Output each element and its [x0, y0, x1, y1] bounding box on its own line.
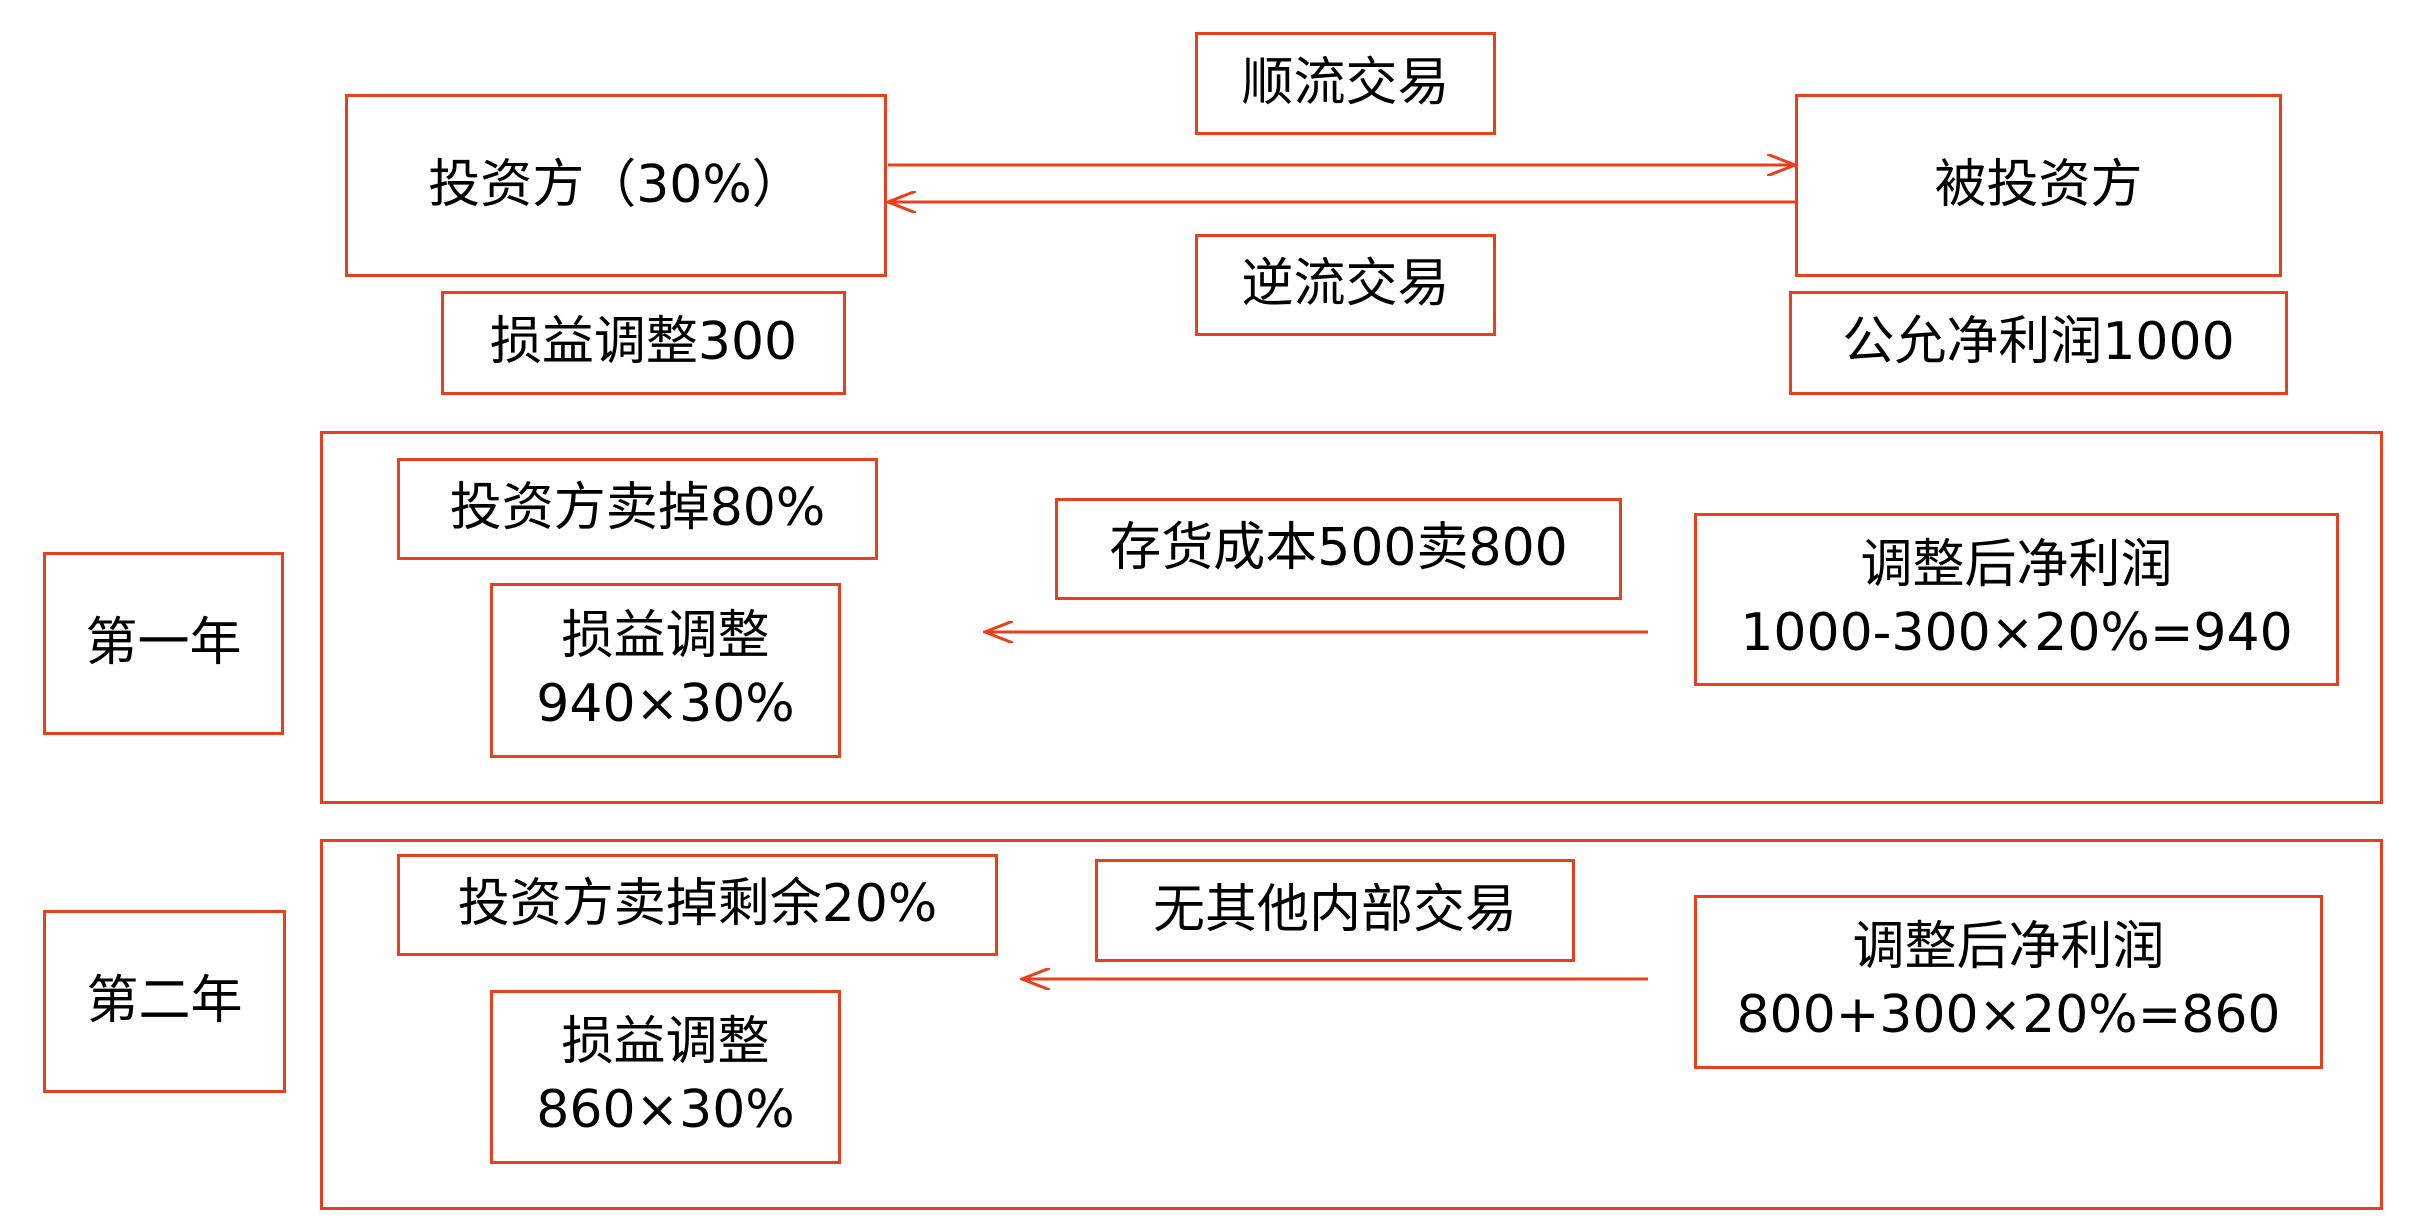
year2-panel: [320, 839, 2383, 1210]
investor-label: 投资方（30%）: [428, 154, 804, 215]
upstream-label: 逆流交易: [1241, 254, 1450, 315]
investee-profit-box: 公允净利润1000: [1789, 291, 2288, 395]
investee-profit-label: 公允净利润1000: [1842, 312, 2235, 373]
year2-trade-box: 无其他内部交易: [1095, 859, 1575, 962]
year2-profit-box: 调整后净利润 800+300×20%=860: [1694, 895, 2323, 1069]
year1-adjust-line1: 损益调整: [561, 605, 770, 666]
year1-profit-line1: 调整后净利润: [1860, 534, 2173, 595]
investee-label: 被投资方: [1934, 154, 2143, 215]
year2-adjust-line2: 860×30%: [536, 1080, 795, 1140]
year1-sold-box: 投资方卖掉80%: [397, 458, 878, 560]
year2-label-box: 第二年: [43, 910, 286, 1093]
year1-trade-box: 存货成本500卖800: [1055, 498, 1622, 600]
year2-profit-line2: 800+300×20%=860: [1736, 985, 2281, 1045]
upstream-label-box: 逆流交易: [1195, 234, 1496, 336]
year2-adjust-box: 损益调整 860×30%: [490, 990, 841, 1164]
investor-adjust-label: 损益调整300: [489, 312, 798, 373]
year1-panel: [320, 431, 2383, 804]
year1-adjust-box: 损益调整 940×30%: [490, 583, 841, 758]
year1-profit-line2: 1000-300×20%=940: [1740, 602, 2293, 663]
year1-label: 第一年: [85, 612, 242, 673]
year1-sold-label: 投资方卖掉80%: [449, 478, 826, 539]
year2-profit-line1: 调整后净利润: [1852, 917, 2165, 978]
year2-adjust-line1: 损益调整: [561, 1012, 770, 1073]
downstream-label: 顺流交易: [1241, 52, 1450, 113]
year2-sold-box: 投资方卖掉剩余20%: [397, 854, 998, 956]
year2-trade-label: 无其他内部交易: [1152, 879, 1517, 940]
year1-profit-box: 调整后净利润 1000-300×20%=940: [1694, 513, 2339, 686]
year2-label: 第二年: [86, 970, 243, 1031]
year1-adjust-line2: 940×30%: [536, 673, 795, 734]
year2-sold-label: 投资方卖掉剩余20%: [457, 874, 938, 935]
investor-adjust-box: 损益调整300: [441, 291, 846, 395]
downstream-label-box: 顺流交易: [1195, 32, 1496, 135]
investor-box: 投资方（30%）: [345, 94, 887, 277]
investee-box: 被投资方: [1795, 94, 2282, 277]
year1-label-box: 第一年: [43, 552, 284, 735]
year1-trade-label: 存货成本500卖800: [1109, 518, 1568, 579]
